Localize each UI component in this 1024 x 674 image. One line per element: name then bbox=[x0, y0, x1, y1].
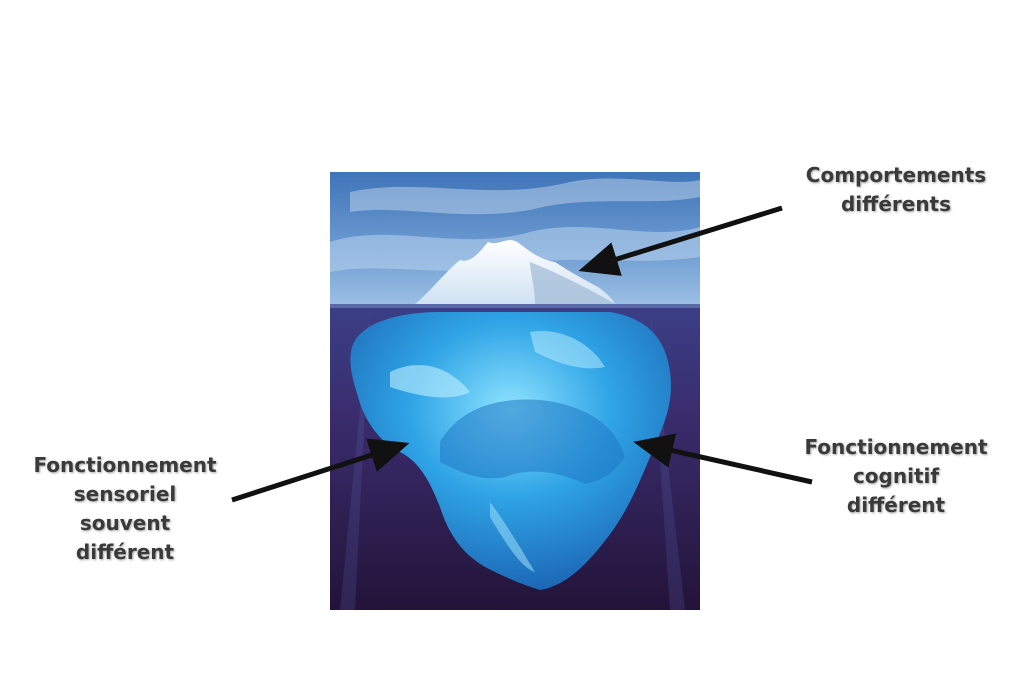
label-behaviours: Comportements différents bbox=[805, 163, 987, 216]
label-sensory-functioning: Fonctionnement sensoriel souvent différe… bbox=[33, 453, 217, 564]
iceberg-image bbox=[330, 172, 700, 610]
label-cognitive-functioning: Fonctionnement cognitif différent bbox=[804, 435, 988, 517]
